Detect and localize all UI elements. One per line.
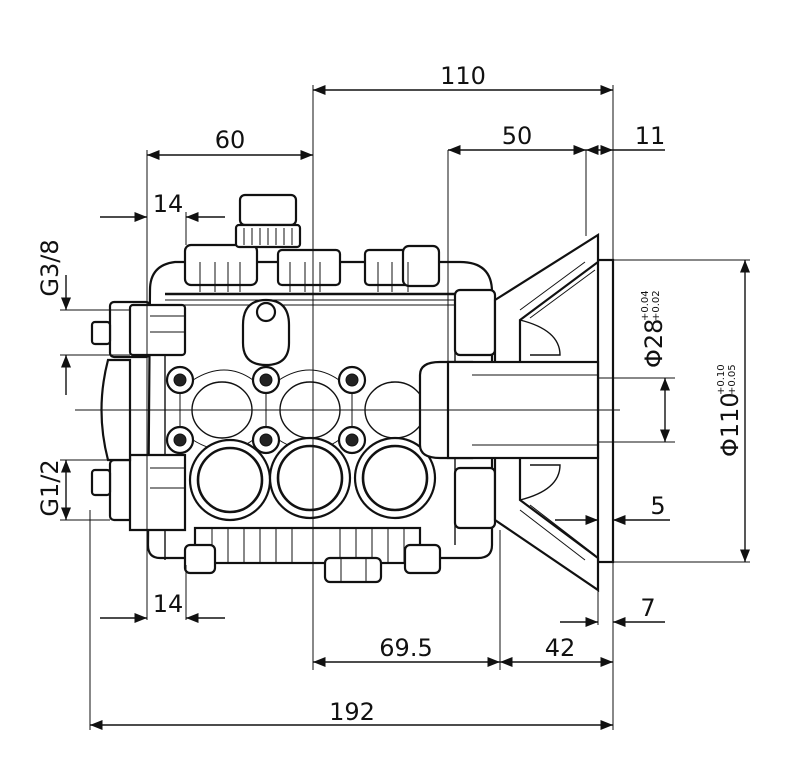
thread-g1-2: G1/2 [36, 459, 64, 516]
dimension-lines [60, 84, 751, 731]
dim-11: 11 [635, 122, 666, 150]
shaft-tol-upper: +0.04 [640, 290, 651, 321]
flange-tol-lower: +0.05 [727, 364, 738, 395]
dim-42: 42 [545, 634, 576, 662]
diameter-flange: Φ110 +0.10 +0.05 [716, 364, 744, 457]
dim-192: 192 [329, 698, 375, 726]
dim-7: 7 [640, 594, 655, 622]
dim-60: 60 [215, 126, 246, 154]
dim-50: 50 [502, 122, 533, 150]
svg-text:Φ110: Φ110 [716, 392, 744, 457]
center-lines [75, 85, 620, 670]
top-fins [199, 262, 409, 292]
dim-5: 5 [650, 492, 665, 520]
pump-body [90, 193, 497, 584]
dim-69-5: 69.5 [379, 634, 432, 662]
dim-14-bottom: 14 [153, 590, 184, 618]
dim-110: 110 [440, 62, 486, 90]
dim-14-top: 14 [153, 190, 184, 218]
diameter-shaft: Φ28 +0.04 +0.02 [640, 290, 668, 368]
flange-tol-upper: +0.10 [716, 364, 727, 395]
shaft-tol-lower: +0.02 [651, 290, 662, 321]
dimension-labels: 110 60 50 11 14 14 69.5 42 192 5 7 G3/8 … [36, 62, 744, 726]
svg-text:Φ28: Φ28 [640, 319, 668, 368]
thread-g3-8: G3/8 [36, 239, 64, 296]
